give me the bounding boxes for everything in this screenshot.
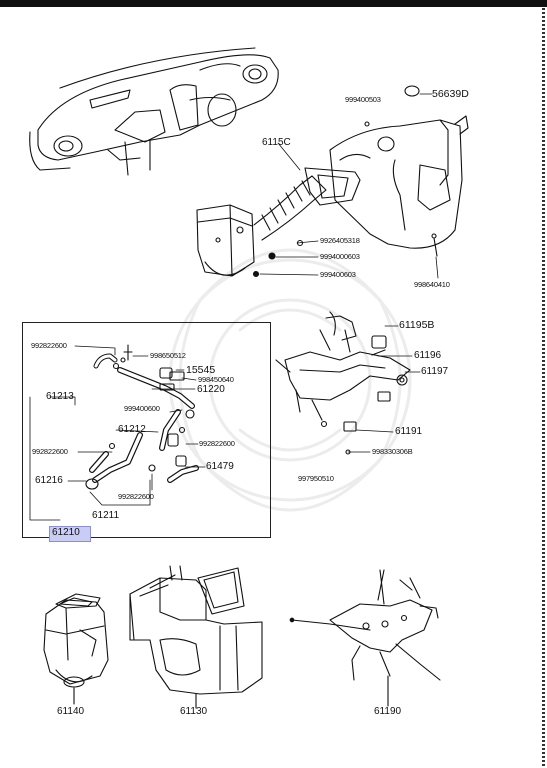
part-label-999400503[interactable]: 999400503 (345, 95, 381, 104)
control-assembly-61190-drawing (289, 569, 441, 707)
part-label-56639d[interactable]: 56639D (432, 88, 469, 100)
part-label-992822600-c[interactable]: 992822600 (32, 447, 68, 456)
part-label-61220[interactable]: 61220 (197, 384, 225, 395)
part-label-61213[interactable]: 61213 (46, 391, 74, 402)
part-label-997950510[interactable]: 997950510 (298, 474, 334, 483)
blower-housing-drawing (329, 85, 469, 257)
part-label-61210[interactable]: 61210 (52, 527, 80, 538)
part-label-992822600-a[interactable]: 992822600 (31, 341, 67, 350)
heater-unit-61130-drawing (129, 565, 263, 709)
part-label-61140[interactable]: 61140 (57, 706, 85, 717)
part-label-9926405318[interactable]: 9926405318 (320, 236, 360, 245)
part-label-61216[interactable]: 61216 (35, 475, 63, 486)
blower-unit-61140-drawing (43, 593, 109, 705)
subassembly-61210-frame (22, 322, 271, 538)
part-label-998650512[interactable]: 998650512 (150, 351, 186, 360)
part-label-61196[interactable]: 61196 (414, 350, 442, 361)
control-lever-assembly-drawing (275, 311, 411, 455)
part-label-999400603[interactable]: 999400603 (320, 270, 356, 279)
part-label-61211[interactable]: 61211 (92, 510, 120, 521)
small-fasteners-top (252, 239, 304, 278)
part-label-998450640[interactable]: 998450640 (198, 375, 234, 384)
part-label-61479[interactable]: 61479 (206, 461, 234, 472)
duct-assembly-drawing (196, 167, 361, 277)
part-label-998640410[interactable]: 998640410 (414, 280, 450, 289)
part-label-61197[interactable]: 61197 (421, 366, 449, 377)
hose-set-drawing (85, 344, 199, 490)
part-label-998330306b[interactable]: 998330306B (372, 447, 413, 456)
top-rule (0, 0, 547, 7)
part-label-999400600[interactable]: 999400600 (124, 404, 160, 413)
part-label-61212[interactable]: 61212 (118, 424, 146, 435)
part-label-6115c[interactable]: 6115C (262, 137, 291, 148)
part-label-61191[interactable]: 61191 (395, 426, 423, 437)
part-label-61130[interactable]: 61130 (180, 706, 208, 717)
part-label-992822600-d[interactable]: 992822600 (118, 492, 154, 501)
dashboard-drawing (29, 47, 279, 176)
part-label-15545[interactable]: 15545 (186, 364, 216, 376)
leader-lines (29, 93, 439, 521)
part-label-9994000603[interactable]: 9994000603 (320, 252, 360, 261)
part-label-992822600-b[interactable]: 992822600 (199, 439, 235, 448)
part-label-61195b[interactable]: 61195B (399, 319, 435, 331)
right-border (542, 8, 545, 768)
part-highlight-61210[interactable] (49, 526, 91, 542)
part-label-61190[interactable]: 61190 (374, 706, 402, 717)
